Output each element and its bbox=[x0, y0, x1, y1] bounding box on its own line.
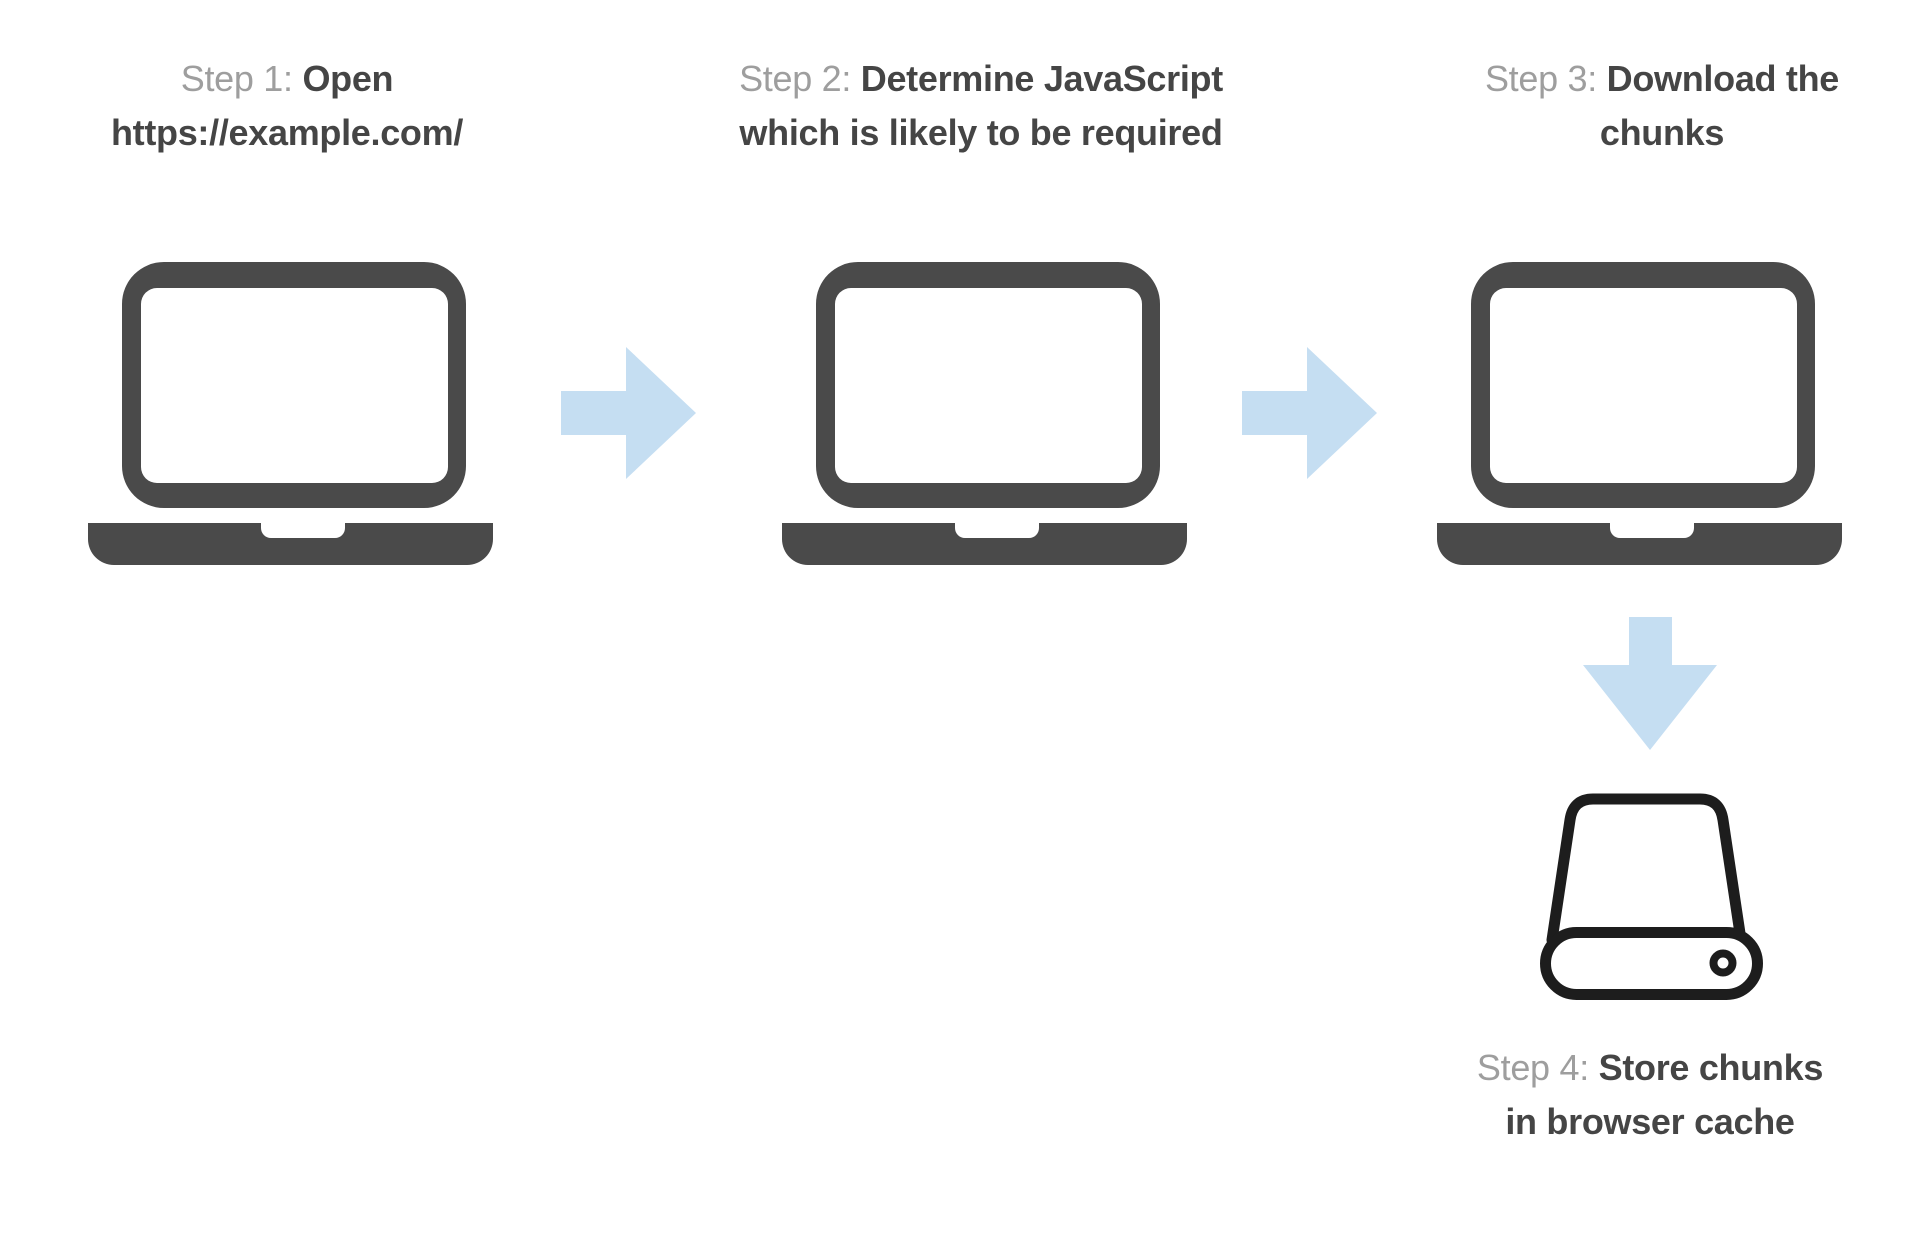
step-3-prefix: Step 3: bbox=[1484, 58, 1597, 99]
step-2-line-2: which is likely to be required bbox=[739, 112, 1223, 153]
step-1-prefix: Step 1: bbox=[180, 58, 293, 99]
step-3-title: Download the bbox=[1606, 58, 1840, 99]
laptop-icon bbox=[782, 262, 1187, 565]
step-2-prefix: Step 2: bbox=[739, 58, 852, 99]
laptop-icon bbox=[1437, 262, 1842, 565]
step-1-title: Open bbox=[302, 58, 394, 99]
step-3-line-1: Step 3: Download the bbox=[1352, 52, 1916, 106]
down-arrow-icon bbox=[1583, 617, 1717, 750]
step-3-line-2: chunks bbox=[1599, 112, 1725, 153]
step-4-line-2: in browser cache bbox=[1505, 1101, 1795, 1142]
step-4-title: Store chunks bbox=[1598, 1047, 1824, 1088]
step-2-line-1: Step 2: Determine JavaScript bbox=[671, 52, 1291, 106]
step-1-line-1: Step 1: Open bbox=[0, 52, 597, 106]
step-4-label: Step 4: Store chunks in browser cache bbox=[1340, 1041, 1916, 1149]
right-arrow-icon bbox=[561, 347, 696, 479]
step-2-title: Determine JavaScript bbox=[860, 58, 1223, 99]
step-3-label: Step 3: Download the chunks bbox=[1352, 52, 1916, 160]
step-1-label: Step 1: Open https://example.com/ bbox=[0, 52, 597, 160]
step-4-line-1: Step 4: Store chunks bbox=[1340, 1041, 1916, 1095]
step-4-prefix: Step 4: bbox=[1476, 1047, 1589, 1088]
laptop-icon bbox=[88, 262, 493, 565]
hard-drive-icon bbox=[1540, 793, 1763, 1000]
right-arrow-icon bbox=[1242, 347, 1377, 479]
step-1-line-2: https://example.com/ bbox=[110, 112, 464, 153]
step-2-label: Step 2: Determine JavaScript which is li… bbox=[671, 52, 1291, 160]
